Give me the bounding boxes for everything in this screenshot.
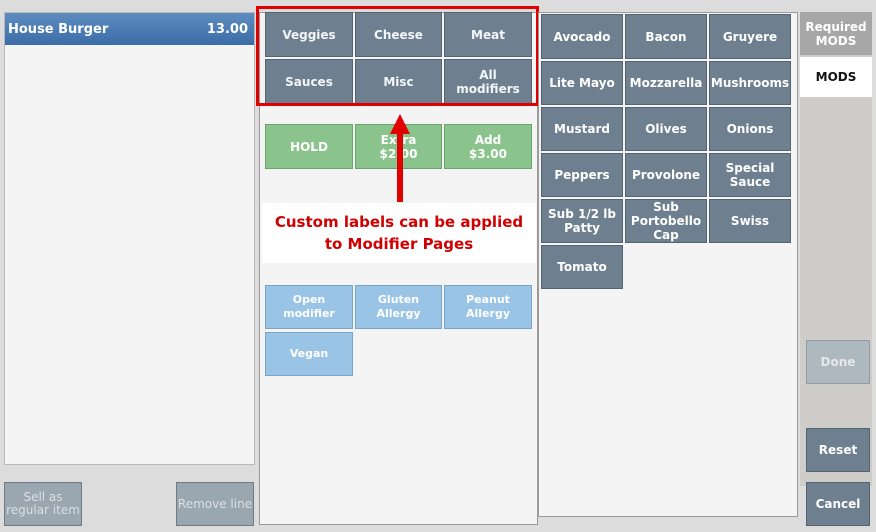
page-all-modifiers-button[interactable]: All modifiers [444,59,532,104]
reset-button[interactable]: Reset [806,428,870,472]
tab-mods[interactable]: MODS [800,57,872,97]
peanut-allergy-button[interactable]: Peanut Allergy [444,285,532,329]
callout-line-2: to Modifier Pages [324,235,474,253]
page-misc-button[interactable]: Misc [355,59,442,104]
order-panel: House Burger 13.00 [4,12,255,465]
callout-line-1: Custom labels can be applied [274,213,524,231]
modifier-mustard-button[interactable]: Mustard [541,107,623,151]
page-veggies-button[interactable]: Veggies [265,12,353,57]
order-item-name: House Burger [8,21,109,37]
annotation-callout: Custom labels can be applied to Modifier… [262,203,536,263]
modifier-mushrooms-button[interactable]: Mushrooms [709,61,791,105]
annotation-highlight-box [256,6,539,106]
modifier-bacon-button[interactable]: Bacon [625,14,707,59]
page-meat-button[interactable]: Meat [444,12,532,57]
modifier-gruyere-button[interactable]: Gruyere [709,14,791,59]
modifier-provolone-button[interactable]: Provolone [625,153,707,197]
modifier-special-sauce-button[interactable]: Special Sauce [709,153,791,197]
sell-as-regular-item-button[interactable]: Sell as regular item [4,482,82,526]
page-cheese-button[interactable]: Cheese [355,12,442,57]
add-button[interactable]: Add $3.00 [444,124,532,169]
modifier-swiss-button[interactable]: Swiss [709,199,791,243]
hold-button[interactable]: HOLD [265,124,353,169]
remove-line-button[interactable]: Remove line [176,482,254,526]
modifier-sub-patty-button[interactable]: Sub 1/2 lb Patty [541,199,623,243]
modifier-tomato-button[interactable]: Tomato [541,245,623,289]
modifier-olives-button[interactable]: Olives [625,107,707,151]
order-item-price: 13.00 [206,21,248,37]
done-button[interactable]: Done [806,340,870,384]
modifier-sub-portobello-button[interactable]: Sub Portobello Cap [625,199,707,243]
modifier-avocado-button[interactable]: Avocado [541,14,623,59]
order-line-selected[interactable]: House Burger 13.00 [5,13,254,45]
tab-required-mods[interactable]: Required MODS [800,12,872,55]
cancel-button[interactable]: Cancel [806,482,870,526]
modifier-onions-button[interactable]: Onions [709,107,791,151]
modifier-mozzarella-button[interactable]: Mozzarella [625,61,707,105]
gluten-allergy-button[interactable]: Gluten Allergy [355,285,442,329]
modifier-lite-mayo-button[interactable]: Lite Mayo [541,61,623,105]
open-modifier-button[interactable]: Open modifier [265,285,353,329]
vegan-button[interactable]: Vegan [265,332,353,376]
annotation-arrow-icon [390,114,410,202]
modifier-peppers-button[interactable]: Peppers [541,153,623,197]
